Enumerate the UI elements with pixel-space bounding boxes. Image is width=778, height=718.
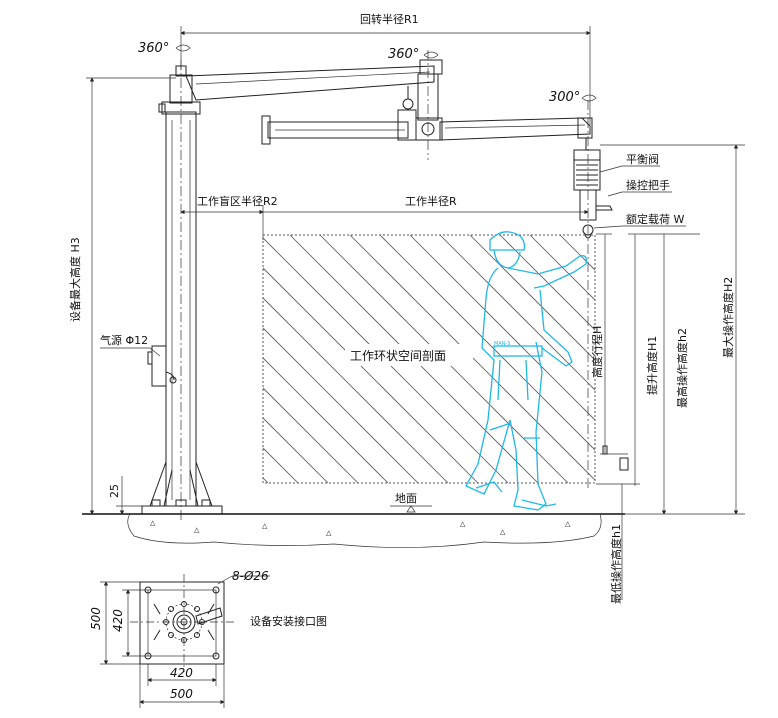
label-rated-load: 额定载荷 W	[626, 212, 684, 226]
air-source: 气源 Φ12	[100, 103, 177, 387]
svg-text:△: △	[326, 529, 332, 537]
lower-arm	[261, 86, 593, 145]
dim-min-h1: 最低操作高度h1	[609, 484, 623, 604]
svg-text:△: △	[194, 526, 200, 534]
label-balance-valve: 平衡阀	[626, 152, 659, 166]
working-section: 工作环状空间剖面	[262, 234, 596, 484]
svg-text:△: △	[262, 522, 268, 530]
label-holes: 8-Ø26	[232, 569, 269, 583]
label-min-h1: 最低操作高度h1	[609, 524, 623, 604]
svg-text:△: △	[150, 519, 156, 527]
svg-text:360°: 360°	[138, 41, 169, 56]
dim-r2-r: 工作盲区半径R2 工作半径R	[180, 194, 589, 240]
label-h1: 提升高度H1	[645, 336, 659, 395]
hoist	[573, 100, 613, 490]
label-420-v: 420	[111, 609, 125, 632]
label-section: 工作环状空间剖面	[350, 349, 446, 363]
svg-text:360°: 360°	[388, 47, 419, 62]
ground: △ △ △ △ △ △ △ 地面	[82, 492, 625, 548]
dim-h2-big: 最大操作高度H2	[600, 144, 745, 515]
label-r2: 工作盲区半径R2	[197, 194, 278, 208]
badge: MAN-S	[494, 341, 510, 347]
label-25: 25	[108, 484, 121, 498]
label-r: 工作半径R	[405, 194, 457, 208]
callouts: 平衡阀 操控把手 额定载荷 W	[593, 152, 686, 229]
svg-text:△: △	[500, 528, 506, 536]
dim-h3: 设备最大高度 H3	[68, 77, 176, 515]
dim-stroke-h: 高度行程H	[590, 233, 629, 471]
dim-h1: 提升高度H1	[596, 233, 659, 486]
rotation-c: 300°	[549, 90, 597, 105]
label-h2-big: 最大操作高度H2	[721, 277, 735, 358]
dim-r1: 回转半径R1	[180, 12, 591, 125]
label-air-source: 气源 Φ12	[100, 333, 148, 347]
svg-text:△: △	[460, 520, 466, 528]
label-h2-small: 最高操作高度h2	[675, 328, 689, 408]
label-stroke-h: 高度行程H	[590, 326, 604, 378]
label-mount-plan: 设备安装接口图	[250, 614, 327, 628]
svg-text:△: △	[565, 520, 571, 528]
worker-figure: MAN-S	[465, 231, 588, 511]
label-r1: 回转半径R1	[360, 12, 419, 26]
label-500-h: 500	[170, 687, 193, 701]
label-h3: 设备最大高度 H3	[68, 237, 82, 322]
label-control-handle: 操控把手	[626, 178, 670, 192]
mount-plan: 8-Ø26 设备安装接口图 500 420 420 500	[89, 569, 327, 708]
label-420-h: 420	[170, 666, 193, 680]
column	[141, 60, 223, 520]
dim-25: 25	[108, 476, 150, 515]
label-500-v: 500	[89, 607, 103, 630]
upper-arm	[185, 50, 443, 160]
label-ground: 地面	[395, 492, 417, 505]
rotation-a: 360°	[138, 41, 191, 56]
dim-h2-small: 最高操作高度h2	[640, 233, 700, 515]
svg-text:300°: 300°	[549, 90, 580, 105]
